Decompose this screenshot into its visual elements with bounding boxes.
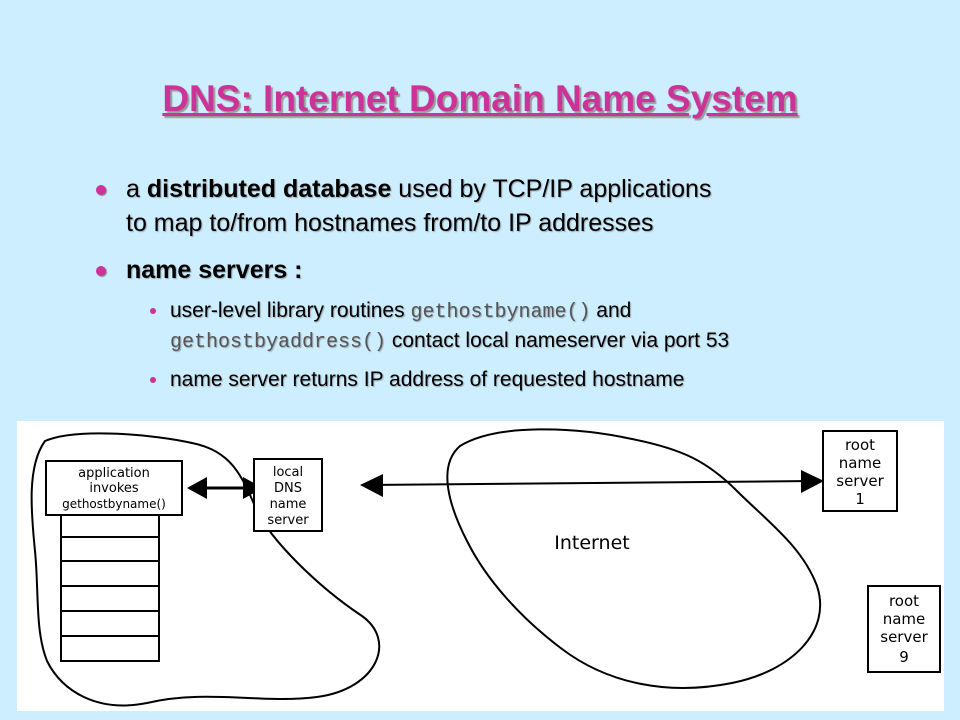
app-label-line: application	[78, 466, 150, 481]
root1-label-line: root	[845, 436, 875, 454]
app-label-line: gethostbyname()	[62, 497, 166, 511]
root1-label-line: server	[836, 472, 884, 490]
code-gethostbyaddress: gethostbyaddress()	[170, 331, 387, 354]
root-server-1-box	[822, 430, 898, 512]
subbullet-text: name server returns IP address of reques…	[170, 368, 685, 391]
bullet-dot-icon	[96, 266, 106, 276]
bullet-text: used by TCP/IP applications	[391, 175, 712, 203]
internet-cloud	[446, 428, 822, 689]
subbullet-text: contact local nameserver via port 53	[386, 329, 730, 352]
code-gethostbyname: gethostbyname()	[410, 301, 591, 324]
local-dns-label-line: DNS	[274, 481, 302, 496]
internet-label: Internet	[554, 532, 629, 554]
bullet-bold-text: name servers :	[126, 256, 303, 284]
root9-label-line: root	[889, 592, 919, 610]
app-label-line: invokes	[89, 481, 139, 496]
bullet-text: to map to/from hostnames from/to IP addr…	[126, 209, 654, 237]
bullet-bold-text: distributed database	[146, 175, 392, 203]
root9-label-line: 9	[899, 648, 909, 666]
root1-label-line: name	[839, 454, 882, 472]
bullet-dot-icon	[96, 185, 106, 195]
bullet-text: a	[126, 175, 147, 203]
root9-label-line: server	[880, 628, 928, 646]
root-server-9-box	[867, 585, 941, 673]
subbullet-text: and	[590, 299, 632, 322]
dns-root-arrow	[360, 470, 824, 497]
local-network-cloud	[30, 432, 381, 707]
local-dns-label-line: server	[267, 513, 309, 528]
resolver-stack	[60, 514, 160, 662]
root1-label-line: 1	[855, 490, 865, 508]
bullet-name-servers: name servers :	[96, 253, 916, 287]
dns-diagram-svg: application invokes gethostbyname() loca…	[30, 428, 941, 707]
dns-diagram: application invokes gethostbyname() loca…	[17, 421, 944, 711]
subbullet-library-routines: user-level library routines gethostbynam…	[150, 297, 930, 357]
local-dns-box	[253, 458, 323, 532]
subbullet-dot-icon	[150, 308, 156, 314]
subbullet-returns-ip: name server returns IP address of reques…	[150, 366, 930, 394]
bullet-distributed-database: a distributed database used by TCP/IP ap…	[96, 172, 916, 240]
slide-title: DNS: Internet Domain Name System	[162, 78, 798, 119]
app-dns-arrow	[187, 477, 263, 499]
root9-label-line: name	[883, 610, 926, 628]
subbullet-dot-icon	[150, 377, 156, 383]
subbullet-text: user-level library routines	[170, 299, 411, 322]
local-dns-label-line: local	[273, 465, 303, 480]
local-dns-label-line: name	[270, 497, 307, 512]
